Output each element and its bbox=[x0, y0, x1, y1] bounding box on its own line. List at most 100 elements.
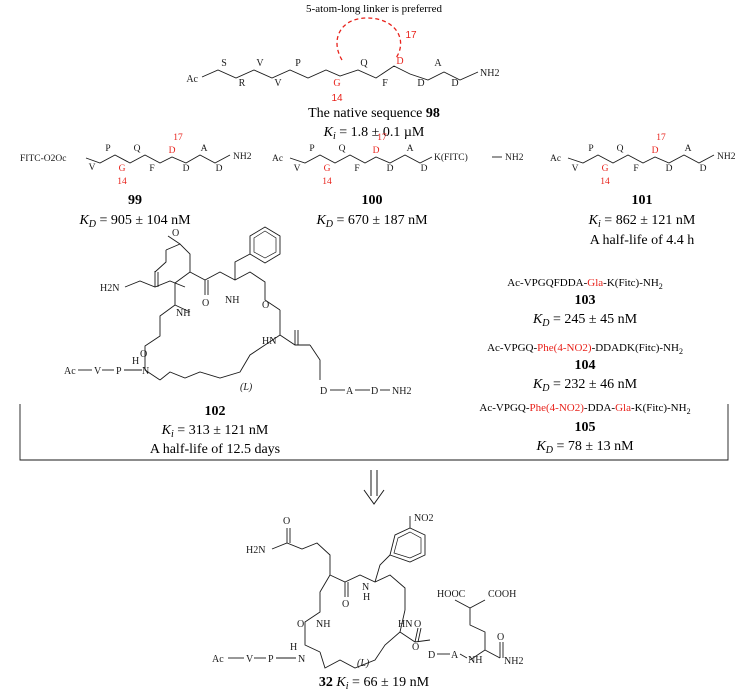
c99-q: Q bbox=[134, 144, 141, 154]
res-p: P bbox=[295, 58, 301, 69]
c99-g: G bbox=[119, 164, 126, 174]
kd-104: KD = 232 ± 46 nM bbox=[532, 377, 638, 394]
c101-nh2: NH2 bbox=[717, 152, 736, 162]
c99-v: V bbox=[89, 163, 96, 173]
c102-l: (L) bbox=[240, 382, 253, 393]
c101-ac: Ac bbox=[550, 154, 561, 164]
kd-103: KD = 245 ± 45 nM bbox=[532, 312, 638, 329]
c101-q: Q bbox=[617, 144, 624, 154]
linker-note: 5-atom-long linker is preferred bbox=[306, 3, 442, 15]
seq-105: Ac-VPGQ-Phe(4-NO2)-DDA-Gla-K(Fitc)-NH2 bbox=[479, 402, 690, 416]
c102-labels: H2N O O NH NH O O HN H N Ac V P (L) D A … bbox=[64, 228, 411, 397]
res-v1: V bbox=[256, 58, 264, 69]
seq-103: Ac-VPGQFDDA-Gla-K(Fitc)-NH2 bbox=[507, 277, 663, 291]
c102-h2n: H2N bbox=[100, 283, 119, 294]
c32-h2n: H2N bbox=[246, 545, 265, 556]
compound-99: FITC-O2Oc V P G Q F D D A D NH2 14 17 99… bbox=[20, 133, 252, 230]
res-q: Q bbox=[360, 58, 368, 69]
c99-a: A bbox=[201, 144, 208, 154]
label-102: 102 bbox=[205, 404, 226, 419]
c102-hn: HN bbox=[262, 336, 276, 347]
res-f: F bbox=[382, 78, 388, 89]
res-v2: V bbox=[274, 78, 282, 89]
backbone-100 bbox=[289, 154, 433, 164]
c32-l: (L) bbox=[357, 658, 370, 669]
c101-g: G bbox=[602, 164, 609, 174]
c101-d1: D bbox=[652, 146, 659, 156]
backbone-99 bbox=[85, 154, 231, 164]
label-100: 100 bbox=[362, 193, 383, 208]
c32-o6: O bbox=[497, 632, 504, 643]
kd-99: KD = 905 ± 104 nM bbox=[78, 213, 191, 230]
c102-v: V bbox=[94, 366, 102, 377]
c100-p: P bbox=[309, 144, 314, 154]
c32-p: P bbox=[268, 654, 274, 665]
seq-104: Ac-VPGQ-Phe(4-NO2)-DDADK(Fitc)-NH2 bbox=[487, 342, 683, 356]
ki-101: Ki = 862 ± 121 nM bbox=[588, 213, 696, 230]
label-104: 104 bbox=[575, 358, 596, 373]
c32-o2: O bbox=[342, 599, 349, 610]
compound-101: Ac V P G Q F D D A D NH2 14 17 101 Ki = … bbox=[550, 133, 736, 248]
c102-d2: D bbox=[371, 386, 378, 397]
c32-h: H bbox=[363, 592, 370, 603]
c99-d3: D bbox=[216, 164, 223, 174]
c99-d2: D bbox=[183, 164, 190, 174]
backbone-101 bbox=[567, 154, 715, 164]
c100-d3: D bbox=[421, 164, 428, 174]
c99-p: P bbox=[105, 144, 110, 154]
c32-ac: Ac bbox=[212, 654, 224, 665]
c102-nh2t: NH2 bbox=[392, 386, 411, 397]
c101-a: A bbox=[685, 144, 692, 154]
c32-h2: H bbox=[290, 642, 297, 653]
c100-g: G bbox=[324, 164, 331, 174]
c101-f: F bbox=[633, 164, 638, 174]
c100-a: A bbox=[407, 144, 414, 154]
c32-n: N bbox=[362, 582, 369, 593]
c32-hn: HN bbox=[398, 619, 412, 630]
c32-nh2t: NH2 bbox=[504, 656, 523, 667]
label-101: 101 bbox=[632, 193, 653, 208]
c102-nh1: NH bbox=[176, 308, 190, 319]
down-arrow bbox=[363, 470, 385, 505]
label-103: 103 bbox=[575, 293, 596, 308]
c100-v: V bbox=[294, 164, 301, 174]
c102-ac: Ac bbox=[64, 366, 76, 377]
res-d3: D bbox=[451, 78, 458, 89]
half-life-101: A half-life of 4.4 h bbox=[590, 233, 695, 248]
c99-pos17: 17 bbox=[173, 133, 183, 143]
backbone-98 bbox=[201, 65, 479, 81]
pos-14: 14 bbox=[331, 93, 343, 104]
compound-102 bbox=[78, 226, 390, 391]
linker-arc bbox=[336, 17, 402, 61]
res-d2: D bbox=[417, 78, 424, 89]
native-sequence-98: 5-atom-long linker is preferred Ac S R V… bbox=[186, 3, 499, 142]
c99-fitc: FITC-O2Oc bbox=[20, 154, 66, 164]
c100-q: Q bbox=[339, 144, 346, 154]
c32-d: D bbox=[428, 650, 435, 661]
c101-d3: D bbox=[700, 164, 707, 174]
c99-d1: D bbox=[169, 146, 176, 156]
res-nh2: NH2 bbox=[480, 68, 499, 79]
c102-nh2: NH bbox=[225, 295, 239, 306]
c32-no2: NO2 bbox=[414, 513, 433, 524]
c99-pos14: 14 bbox=[117, 177, 127, 187]
res-d1: D bbox=[396, 56, 403, 67]
kd-100: KD = 670 ± 187 nM bbox=[315, 213, 428, 230]
kd-105: KD = 78 ± 13 nM bbox=[535, 439, 634, 456]
res-ac: Ac bbox=[186, 74, 198, 85]
c32-o4: O bbox=[414, 619, 421, 630]
c100-nh2: NH2 bbox=[505, 153, 524, 163]
c102-p: P bbox=[116, 366, 122, 377]
c102-h: H bbox=[132, 356, 139, 367]
c32-o3: O bbox=[297, 619, 304, 630]
c32-o5: O bbox=[412, 642, 419, 653]
c100-pos17: 17 bbox=[377, 133, 387, 143]
compound-105: Ac-VPGQ-Phe(4-NO2)-DDA-Gla-K(Fitc)-NH2 1… bbox=[479, 402, 690, 456]
c100-kfitc: K(FITC) bbox=[434, 152, 468, 163]
c32-cooh: COOH bbox=[488, 589, 516, 600]
pos-17: 17 bbox=[405, 30, 417, 41]
c101-pos17: 17 bbox=[656, 133, 666, 143]
ki-32: 32 Ki = 66 ± 19 nM bbox=[319, 675, 430, 692]
c101-pos14: 14 bbox=[600, 177, 610, 187]
